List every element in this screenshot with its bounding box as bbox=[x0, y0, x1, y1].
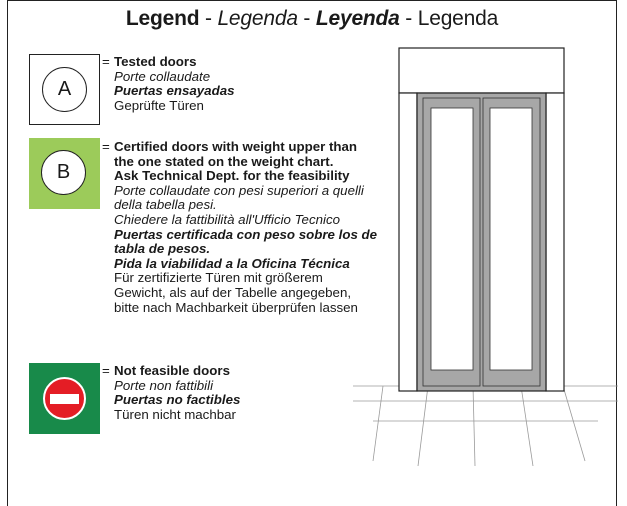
title-es: Leyenda bbox=[315, 7, 400, 30]
title-en: Legend bbox=[125, 7, 200, 30]
elevator-door-illustration bbox=[353, 47, 618, 466]
entry-line: Geprüfte Türen bbox=[114, 97, 204, 113]
floor-lines bbox=[353, 385, 618, 466]
certified-doors-description: = Certified doors with weight upper than… bbox=[102, 139, 378, 315]
equals-sign: = bbox=[102, 139, 110, 154]
entry-line: Puertas no factibles bbox=[114, 392, 241, 408]
title-sep: - bbox=[297, 7, 316, 30]
entry-line: Ask Technical Dept. for the feasibility bbox=[114, 168, 350, 184]
door-jamb-left bbox=[398, 92, 418, 392]
title-it: Legenda bbox=[217, 7, 298, 30]
entry-line: Puertas ensayadas bbox=[114, 83, 235, 99]
entry-line: Chiedere la fattibilità all'Ufficio Tecn… bbox=[114, 211, 340, 227]
entry-line: Porte collaudate con pesi superiori a qu… bbox=[114, 182, 364, 198]
entry-line: the one stated on the weight chart. bbox=[114, 153, 334, 169]
entry-line: Tested doors bbox=[114, 54, 197, 69]
no-entry-icon bbox=[43, 377, 86, 420]
not-feasible-swatch bbox=[29, 363, 100, 434]
entry-line: Porte collaudate bbox=[114, 68, 211, 84]
door-header bbox=[398, 47, 565, 94]
entry-line: Türen nicht machbar bbox=[114, 406, 236, 422]
door-glass-left bbox=[430, 107, 474, 371]
entry-line: Gewicht, als auf der Tabelle angegeben, bbox=[114, 284, 352, 300]
entry-line: Für zertifizierte Türen mit größerem bbox=[114, 270, 323, 286]
tested-doors-description: = Tested doors Porte collaudate Puertas … bbox=[102, 54, 235, 113]
no-entry-bar bbox=[50, 394, 79, 404]
entry-line: Not feasible doors bbox=[114, 363, 230, 378]
entry-line: Porte non fattibili bbox=[114, 377, 214, 393]
equals-sign: = bbox=[102, 54, 110, 69]
symbol-b: B bbox=[41, 150, 86, 195]
entry-line: Pida la viabilidad a la Oficina Técnica bbox=[114, 255, 350, 271]
legend-panel: Legend - Legenda - Leyenda - Legenda A =… bbox=[7, 0, 618, 506]
tested-doors-swatch: A bbox=[29, 54, 100, 125]
door-glass-right bbox=[489, 107, 533, 371]
not-feasible-description: = Not feasible doors Porte non fattibili… bbox=[102, 363, 241, 422]
certified-doors-swatch: B bbox=[29, 138, 100, 209]
title-de: Legenda bbox=[417, 7, 499, 30]
symbol-a: A bbox=[42, 67, 87, 112]
equals-sign: = bbox=[102, 363, 110, 378]
title-sep: - bbox=[399, 7, 418, 30]
title-sep: - bbox=[199, 7, 218, 30]
entry-line: Puertas certificada con peso sobre los d… bbox=[114, 226, 378, 242]
door-jamb-right bbox=[545, 92, 565, 392]
entry-line: bitte nach Machbarkeit überprüfen lassen bbox=[114, 299, 358, 315]
entry-line: tabla de pesos. bbox=[114, 241, 211, 257]
entry-line: Certified doors with weight upper than bbox=[114, 139, 358, 154]
legend-title: Legend - Legenda - Leyenda - Legenda bbox=[8, 7, 616, 31]
entry-line: della tabella pesi. bbox=[114, 197, 217, 213]
